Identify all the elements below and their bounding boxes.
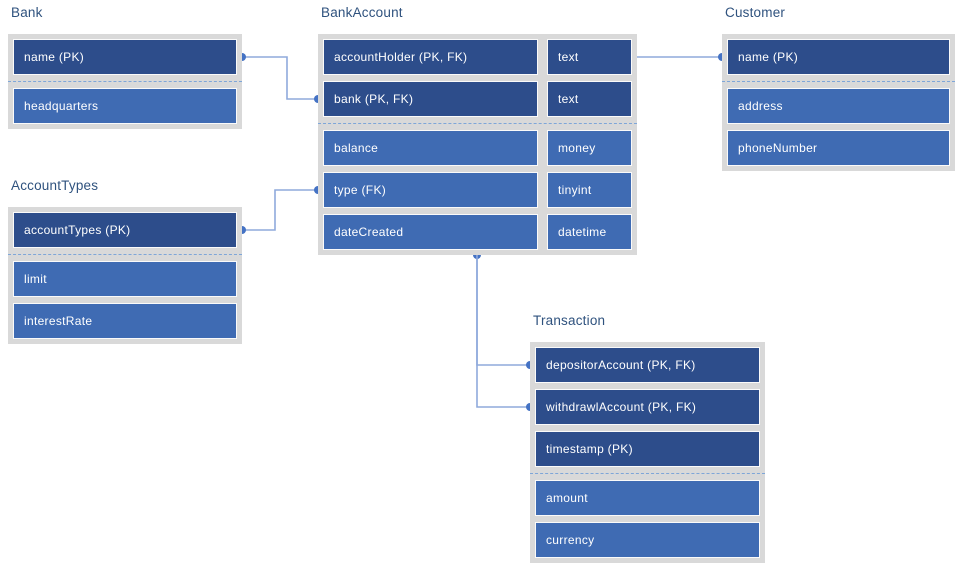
field-row-withdrawlaccount[interactable]: withdrawlAccount (PK, FK) bbox=[535, 389, 760, 425]
connector-bankaccount-to-customer-name[interactable] bbox=[628, 53, 726, 61]
field-label[interactable]: accountTypes (PK) bbox=[13, 212, 237, 248]
entity-bank-box[interactable]: name (PK) headquarters bbox=[8, 34, 242, 129]
field-label[interactable]: depositorAccount (PK, FK) bbox=[535, 347, 760, 383]
field-type[interactable]: tinyint bbox=[547, 172, 632, 208]
field-row-amount[interactable]: amount bbox=[535, 480, 760, 516]
field-row-type[interactable]: type (FK) tinyint bbox=[323, 172, 632, 208]
entity-bankaccount[interactable]: BankAccount accountHolder (PK, FK) text … bbox=[318, 5, 637, 255]
entity-transaction-box[interactable]: depositorAccount (PK, FK) withdrawlAccou… bbox=[530, 342, 765, 563]
field-row-balance[interactable]: balance money bbox=[323, 130, 632, 166]
connector-bankaccount-to-transaction-depositor[interactable] bbox=[473, 251, 534, 369]
entity-customer-box[interactable]: name (PK) address phoneNumber bbox=[722, 34, 955, 171]
connector-bankaccount-to-transaction-withdrawl[interactable] bbox=[476, 255, 534, 411]
field-row-customer-name[interactable]: name (PK) bbox=[727, 39, 950, 75]
entity-bankaccount-box[interactable]: accountHolder (PK, FK) text bank (PK, FK… bbox=[318, 34, 637, 255]
field-row-bank-fk[interactable]: bank (PK, FK) text bbox=[323, 81, 632, 117]
connector-bank-to-bankaccount-bank[interactable] bbox=[238, 53, 322, 103]
field-label[interactable]: name (PK) bbox=[727, 39, 950, 75]
field-label[interactable]: accountHolder (PK, FK) bbox=[323, 39, 538, 75]
entity-accounttypes[interactable]: AccountTypes accountTypes (PK) limit int… bbox=[8, 178, 242, 344]
field-row-interestrate[interactable]: interestRate bbox=[13, 303, 237, 339]
pk-divider bbox=[318, 123, 637, 124]
field-label[interactable]: bank (PK, FK) bbox=[323, 81, 538, 117]
field-row-address[interactable]: address bbox=[727, 88, 950, 124]
pk-divider bbox=[8, 81, 242, 82]
entity-bank-title[interactable]: Bank bbox=[11, 5, 43, 20]
entity-transaction-title[interactable]: Transaction bbox=[533, 313, 606, 328]
field-label[interactable]: headquarters bbox=[13, 88, 237, 124]
field-label[interactable]: amount bbox=[535, 480, 760, 516]
field-row-datecreated[interactable]: dateCreated datetime bbox=[323, 214, 632, 250]
entity-customer[interactable]: Customer name (PK) address phoneNumber bbox=[722, 5, 955, 171]
field-type[interactable]: text bbox=[547, 81, 632, 117]
field-row-limit[interactable]: limit bbox=[13, 261, 237, 297]
field-row-accountholder[interactable]: accountHolder (PK, FK) text bbox=[323, 39, 632, 75]
field-row-depositoraccount[interactable]: depositorAccount (PK, FK) bbox=[535, 347, 760, 383]
field-type[interactable]: money bbox=[547, 130, 632, 166]
field-row-accounttypes-pk[interactable]: accountTypes (PK) bbox=[13, 212, 237, 248]
field-label[interactable]: timestamp (PK) bbox=[535, 431, 760, 467]
pk-divider bbox=[8, 254, 242, 255]
entity-transaction[interactable]: Transaction depositorAccount (PK, FK) wi… bbox=[530, 313, 765, 563]
field-label[interactable]: currency bbox=[535, 522, 760, 558]
pk-divider bbox=[722, 81, 955, 82]
entity-bankaccount-title[interactable]: BankAccount bbox=[321, 5, 403, 20]
pk-divider bbox=[530, 473, 765, 474]
field-label[interactable]: interestRate bbox=[13, 303, 237, 339]
entity-bank[interactable]: Bank name (PK) headquarters bbox=[8, 5, 242, 129]
field-type[interactable]: text bbox=[547, 39, 632, 75]
field-label[interactable]: balance bbox=[323, 130, 538, 166]
field-label[interactable]: address bbox=[727, 88, 950, 124]
field-label[interactable]: phoneNumber bbox=[727, 130, 950, 166]
entity-accounttypes-title[interactable]: AccountTypes bbox=[11, 178, 99, 193]
connector-accounttypes-to-bankaccount-type[interactable] bbox=[238, 186, 322, 234]
field-row-bank-headquarters[interactable]: headquarters bbox=[13, 88, 237, 124]
field-label[interactable]: withdrawlAccount (PK, FK) bbox=[535, 389, 760, 425]
entity-accounttypes-box[interactable]: accountTypes (PK) limit interestRate bbox=[8, 207, 242, 344]
field-label[interactable]: limit bbox=[13, 261, 237, 297]
field-row-bank-name[interactable]: name (PK) bbox=[13, 39, 237, 75]
field-label[interactable]: dateCreated bbox=[323, 214, 538, 250]
field-type[interactable]: datetime bbox=[547, 214, 632, 250]
field-label[interactable]: type (FK) bbox=[323, 172, 538, 208]
field-row-currency[interactable]: currency bbox=[535, 522, 760, 558]
field-label[interactable]: name (PK) bbox=[13, 39, 237, 75]
field-row-phonenumber[interactable]: phoneNumber bbox=[727, 130, 950, 166]
field-row-timestamp[interactable]: timestamp (PK) bbox=[535, 431, 760, 467]
entity-customer-title[interactable]: Customer bbox=[725, 5, 786, 20]
